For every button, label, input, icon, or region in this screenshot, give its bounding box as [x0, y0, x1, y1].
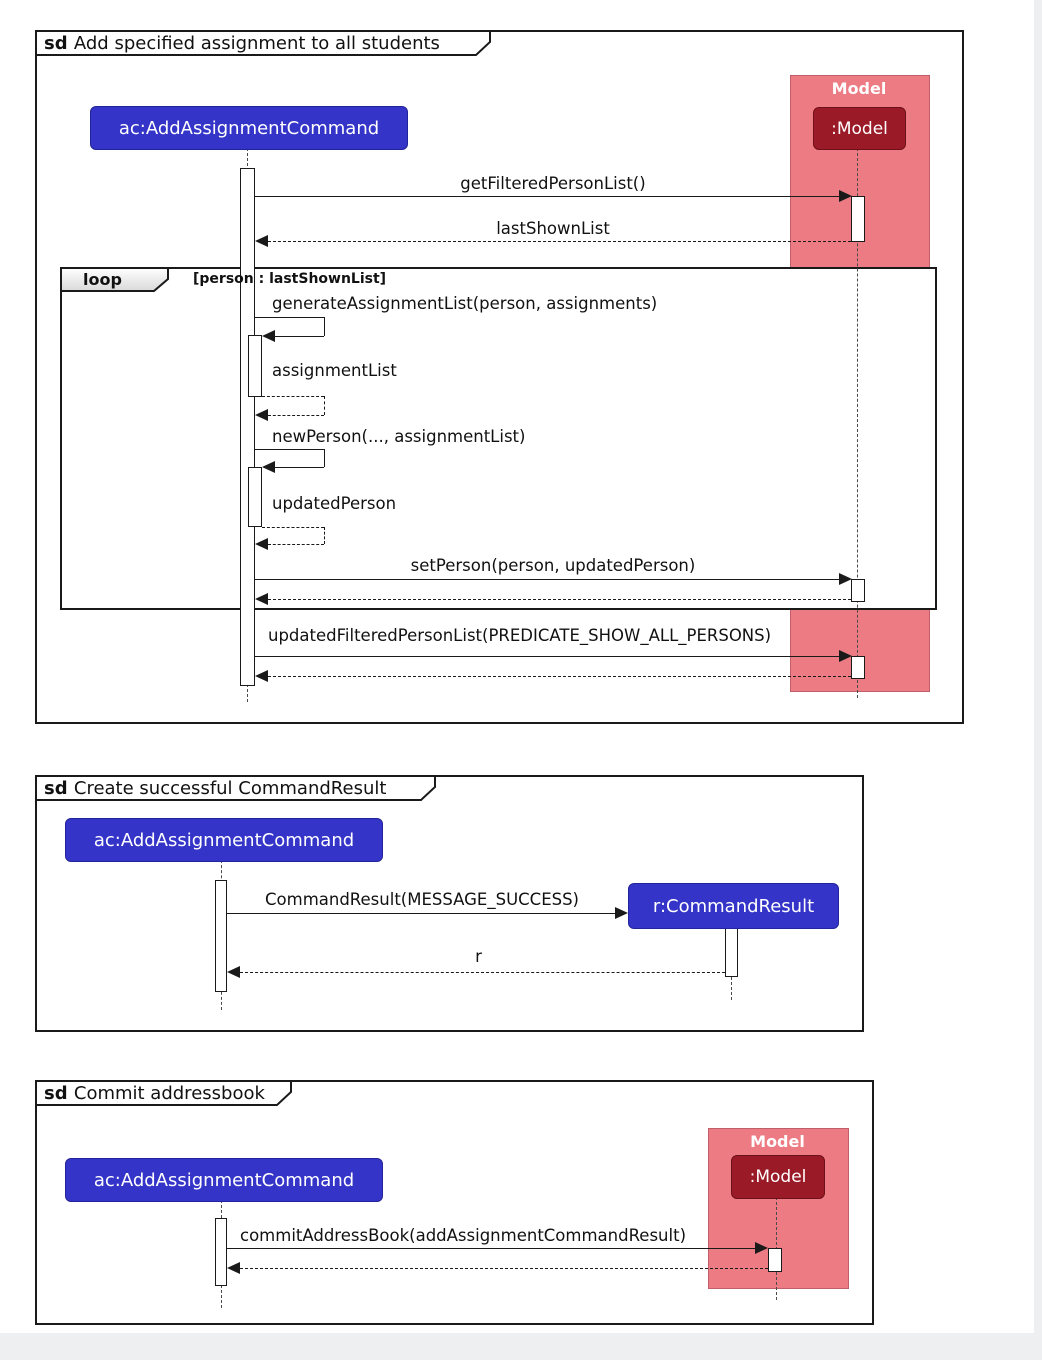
return-line: [268, 676, 851, 677]
arrowhead-right-icon: [839, 650, 852, 662]
frame-title-text: Create successful CommandResult: [73, 778, 387, 799]
return-line: [268, 241, 851, 242]
message-label: lastShownList: [496, 219, 610, 238]
loop-operator-tab: [60, 267, 169, 292]
self-return-line: [324, 396, 325, 415]
activation-bar-ac: [215, 1218, 227, 1286]
activation-bar-model-1: [851, 196, 865, 242]
arrowhead-left-icon: [227, 1262, 240, 1274]
arrowhead-right-icon: [615, 907, 628, 919]
loop-fragment: [60, 267, 937, 610]
activation-bar-ac: [215, 880, 227, 992]
activation-bar-model-2: [851, 579, 865, 602]
message-line: [255, 579, 839, 580]
participant-ac-box: ac:AddAssignmentCommand: [65, 818, 383, 862]
arrowhead-left-icon: [255, 235, 268, 247]
self-return-line: [268, 544, 324, 545]
message-label: r: [475, 947, 482, 966]
frame-title-text: Add specified assignment to all students: [73, 33, 440, 54]
self-call-line: [255, 317, 325, 318]
sd-keyword: sd: [44, 33, 74, 54]
message-line: [227, 1248, 755, 1249]
frame-title: sd Commit addressbook: [44, 1083, 265, 1104]
frame-title: sd Create successful CommandResult: [44, 778, 386, 799]
loop-guard: [person : lastShownList]: [193, 271, 387, 287]
message-label: getFilteredPersonList(): [460, 174, 646, 193]
arrowhead-left-icon: [255, 670, 268, 682]
frame-border: [35, 775, 864, 1032]
message-line: [227, 913, 615, 914]
self-call-line: [275, 467, 324, 468]
participant-r-box: r:CommandResult: [628, 883, 839, 929]
model-group-label: Model: [831, 79, 887, 98]
arrowhead-left-icon: [255, 538, 268, 550]
message-label: generateAssignmentList(person, assignmen…: [272, 294, 658, 313]
self-return-line: [268, 415, 324, 416]
return-line: [240, 1268, 768, 1269]
message-label: updatedPerson: [272, 494, 397, 513]
message-label: CommandResult(MESSAGE_SUCCESS): [265, 890, 579, 909]
frame-border: [35, 30, 964, 724]
return-line: [268, 599, 851, 600]
message-label: newPerson(..., assignmentList): [272, 427, 526, 446]
arrowhead-left-icon: [227, 966, 240, 978]
bottom-gutter: [0, 1333, 1042, 1360]
message-line: [255, 196, 839, 197]
self-return-line: [262, 396, 324, 397]
message-label: commitAddressBook(addAssignmentCommandRe…: [240, 1226, 687, 1245]
arrowhead-left-icon: [262, 330, 275, 342]
return-line: [240, 972, 725, 973]
frame-title-tab: [35, 775, 436, 801]
activation-bar-ac: [240, 168, 255, 686]
frame-title-tab: [35, 30, 491, 56]
arrowhead-left-icon: [255, 593, 268, 605]
frame-title: sd Add specified assignment to all stude…: [44, 33, 440, 54]
sd-keyword: sd: [44, 778, 74, 799]
activation-bar-ac-nested-1: [248, 335, 262, 397]
arrowhead-left-icon: [262, 461, 275, 473]
activation-bar-model-3: [851, 656, 865, 679]
lifeline-model: [857, 148, 858, 698]
participant-ac-box: ac:AddAssignmentCommand: [90, 106, 408, 150]
self-call-line: [275, 336, 324, 337]
self-call-line: [324, 317, 325, 336]
self-call-line: [255, 449, 325, 450]
message-label: updatedFilteredPersonList(PREDICATE_SHOW…: [268, 626, 772, 645]
model-group-label: Model: [750, 1132, 805, 1151]
arrowhead-right-icon: [839, 573, 852, 585]
message-label: setPerson(person, updatedPerson): [410, 556, 696, 575]
participant-model-box: :Model: [731, 1155, 825, 1199]
message-line: [255, 656, 839, 657]
loop-operator-label: loop: [83, 270, 122, 289]
activation-bar-model: [768, 1248, 782, 1272]
arrowhead-right-icon: [755, 1242, 768, 1254]
sd-keyword: sd: [44, 1083, 74, 1104]
arrowhead-left-icon: [255, 409, 268, 421]
frame-title-text: Commit addressbook: [73, 1083, 265, 1104]
participant-ac-box: ac:AddAssignmentCommand: [65, 1158, 383, 1202]
message-label: assignmentList: [272, 361, 397, 380]
activation-bar-r: [725, 927, 738, 977]
arrowhead-right-icon: [839, 190, 852, 202]
right-gutter: [1034, 0, 1042, 1360]
self-return-line: [324, 527, 325, 544]
frame-border: [35, 1080, 874, 1325]
activation-bar-ac-nested-2: [248, 467, 262, 527]
self-call-line: [324, 449, 325, 467]
self-return-line: [262, 527, 324, 528]
participant-model-box: :Model: [813, 107, 906, 150]
frame-title-tab: [35, 1080, 292, 1106]
